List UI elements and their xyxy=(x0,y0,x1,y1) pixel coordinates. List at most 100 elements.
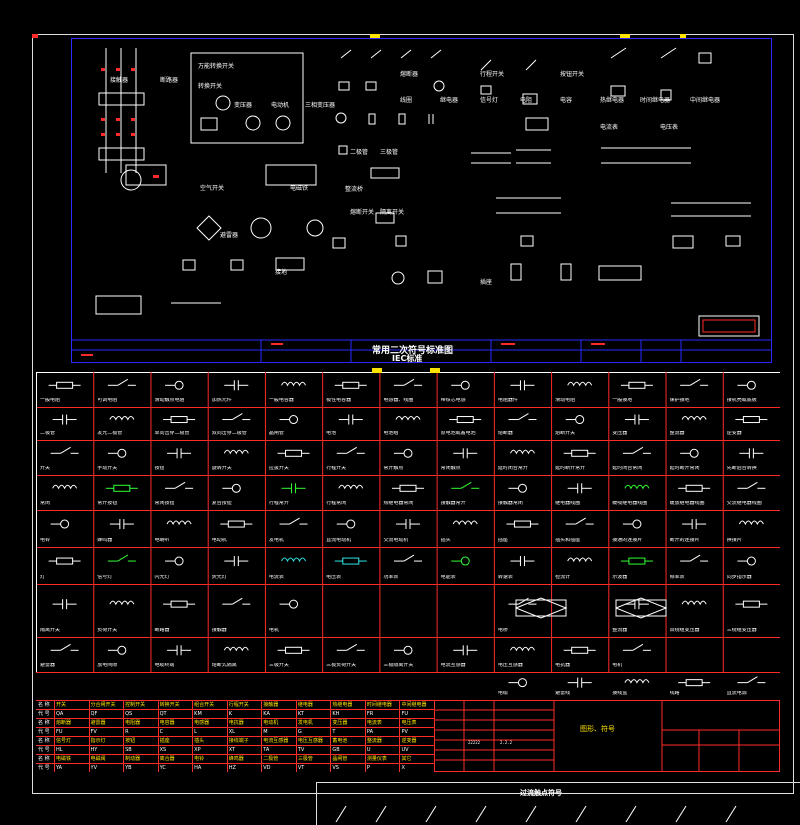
code-table-cell: 离合器 xyxy=(159,756,175,762)
grid-cell-label: 一般电阻 xyxy=(40,398,61,403)
grid-cell-label: 功率表 xyxy=(383,575,399,580)
grid-symbol xyxy=(279,415,299,425)
top-symbol-label: 变压器 xyxy=(234,102,253,109)
code-table-divider xyxy=(192,700,194,772)
code-table-cell: SB xyxy=(125,747,132,753)
grid-symbol xyxy=(565,415,585,425)
grid-symbol xyxy=(681,416,707,421)
top-symbol-drawing xyxy=(71,47,772,363)
grid-cell-label: 电铃 xyxy=(40,538,51,543)
grid-symbol xyxy=(453,448,478,459)
code-table-cell: 组合开关 xyxy=(194,702,215,708)
grid-cell-label: 隔离开关 xyxy=(40,628,61,633)
grid-cell-label: 电喇叭 xyxy=(154,538,170,543)
code-table-cell: 避雷器 xyxy=(90,720,106,726)
grid-cell-label: 放电间隙 xyxy=(97,663,118,668)
grid-symbol xyxy=(737,556,756,566)
code-table-cell: 电感器 xyxy=(194,720,210,726)
grid-symbol xyxy=(222,597,251,605)
grid-symbol xyxy=(510,556,535,567)
grid-cell-label: 保护接地 xyxy=(669,398,690,403)
code-table-cell: HY xyxy=(90,747,98,753)
top-symbol-label: 中间继电器 xyxy=(690,97,721,104)
grid-cell-label: 电阻器件 xyxy=(497,398,518,403)
code-table-cell: KH xyxy=(332,711,340,717)
code-table-head: 代 号 xyxy=(38,765,50,771)
drawing-sheet-frame xyxy=(32,34,794,794)
grid-symbol xyxy=(453,645,478,656)
code-table-cell: 电流表 xyxy=(366,720,382,726)
top-symbol-label: 插座 xyxy=(480,279,493,286)
top-symbol-label: 线圈 xyxy=(400,97,413,104)
grid-symbol xyxy=(735,600,768,608)
top-symbol-label: 电流表 xyxy=(600,124,619,131)
grid-cell-label: 断路器 xyxy=(154,628,170,633)
grid-symbol xyxy=(567,381,593,387)
code-table-cell: 二极管 xyxy=(263,756,279,762)
code-table-divider xyxy=(295,700,297,772)
grid-cell-label: 可调电阻 xyxy=(97,398,118,403)
grid-symbol xyxy=(107,645,127,655)
top-symbol-label: 三极管 xyxy=(380,149,399,156)
grid-symbol xyxy=(279,517,308,525)
grid-symbol xyxy=(739,448,764,459)
code-table-cell: K xyxy=(228,711,232,717)
grid-cell-label: 滑动触点电阻 xyxy=(154,398,185,403)
grid-symbol xyxy=(163,600,196,608)
grid-symbol xyxy=(508,678,527,688)
grid-cell-label: 同步指示器 xyxy=(726,575,752,580)
grid-cell-label: 继电器线圈 xyxy=(555,501,581,506)
code-table-cell: 行程开关 xyxy=(228,702,249,708)
code-table-cell: 电磁铁 xyxy=(56,756,72,762)
code-table-divider xyxy=(261,700,263,772)
code-table-cell: 电阻器 xyxy=(125,720,141,726)
code-table-cell: 晶闸管 xyxy=(332,756,348,762)
code-table-cell: L xyxy=(194,729,197,735)
grid-symbol xyxy=(48,381,81,389)
code-table-cell: 指示灯 xyxy=(90,738,106,744)
grid-cell-label: 转速表 xyxy=(497,575,513,580)
code-table-cell: 接触器 xyxy=(263,702,279,708)
top-symbol-label: 熔断开关 xyxy=(350,209,375,216)
code-table-divider xyxy=(364,700,366,772)
grid-cell-label: 电感器、线圈 xyxy=(383,398,414,403)
grid-cell-label: 三极隔离开关 xyxy=(383,663,414,668)
top-symbol-label: 接触器 xyxy=(110,77,129,84)
code-table-cell: 电容器 xyxy=(159,720,175,726)
bridge-symbol xyxy=(615,597,668,619)
grid-cell-label: 接触器常开 xyxy=(440,501,466,506)
code-table-divider xyxy=(54,700,55,772)
code-table-cell: 电压互感器 xyxy=(297,738,323,744)
bottom-partial-sheet xyxy=(316,782,800,825)
code-table-cell: 插头 xyxy=(194,738,205,744)
grid-symbol xyxy=(508,483,527,493)
grid-cell-label: 插头和插座 xyxy=(555,538,581,543)
grid-symbol xyxy=(567,483,592,494)
grid-cell-label: 换接片 xyxy=(726,538,742,543)
grid-cell-label: 带铁芯电感 xyxy=(440,398,466,403)
grid-cell-label: 直流电动机 xyxy=(326,538,352,543)
grid-symbol xyxy=(622,643,651,651)
code-table-cell: QT xyxy=(159,711,167,717)
code-table-cell: 电磁阀 xyxy=(90,756,106,762)
grid-symbol xyxy=(167,645,192,656)
code-table-cell: 热继电器 xyxy=(332,702,353,708)
grid-cell-label: 行程开关 xyxy=(326,466,347,471)
grid-cell-label: 插座 xyxy=(497,538,508,543)
top-symbol-label: 按钮开关 xyxy=(560,71,585,78)
top-symbol-label: 万能转换开关 xyxy=(198,63,235,70)
grid-symbol xyxy=(624,679,650,684)
code-table-head: 代 号 xyxy=(38,729,50,735)
code-table-divider xyxy=(330,700,332,772)
grid-cell-label: 按钮 xyxy=(154,466,165,471)
grid-symbol xyxy=(50,446,79,454)
top-symbol-label: 电容 xyxy=(560,97,573,104)
grid-symbol xyxy=(622,446,651,454)
centre-marker xyxy=(620,34,630,38)
code-table-cell: 开关 xyxy=(56,702,67,708)
top-symbol-label: 转换开关 xyxy=(198,83,223,90)
grid-symbol xyxy=(563,449,596,457)
drawing-title: 常用二次符号标准图 xyxy=(372,346,454,356)
code-table-head: 名 称 xyxy=(38,756,50,762)
grid-cell-label: 接机壳或底板 xyxy=(726,398,757,403)
